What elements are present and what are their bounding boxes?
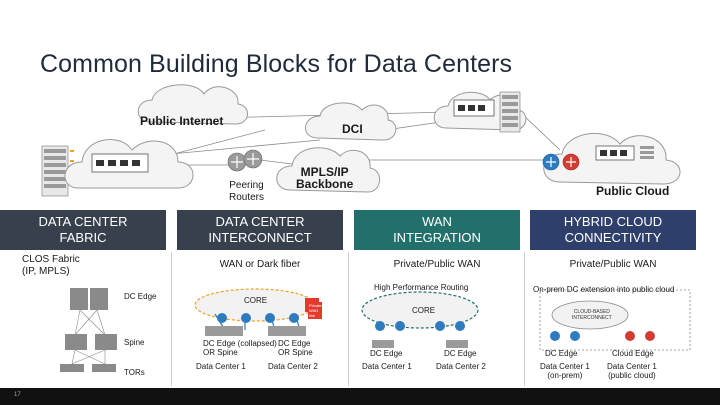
page-title: Common Building Blocks for Data Centers (40, 50, 513, 78)
sub-clos-fabric: CLOS Fabric (IP, MPLS) (22, 254, 80, 277)
wan-heading-label: High Performance Routing (374, 283, 469, 292)
sub-wan-dark-fiber: WAN or Dark fiber (219, 259, 301, 270)
fabric-spine-label: Spine (124, 338, 145, 347)
public-internet-label: Public Internet (140, 114, 224, 128)
dci-label: DCI (342, 122, 363, 136)
column-divider (171, 252, 172, 386)
cloud-edge-right-label: Cloud Edge (612, 349, 654, 358)
interconnect-core-label: CORE (244, 296, 268, 305)
wan-dc2-label: Data Center 2 (436, 362, 486, 371)
private-wan-tag: Private WAN link (308, 302, 323, 319)
column-divider (348, 252, 349, 386)
peering-routers-label: Peering Routers (229, 180, 265, 203)
interconnect-dc2-label: Data Center 2 (268, 362, 318, 371)
sub-private-public-wan: Private/Public WAN (393, 259, 481, 270)
footer-bar (0, 388, 720, 405)
peering-router-icons (227, 149, 263, 172)
right-server-rack-icon-top (499, 91, 521, 133)
wan-edge-right-label: DC Edge (444, 349, 477, 358)
wan-core-label: CORE (412, 306, 436, 315)
hybrid-cloud-diagram (539, 289, 691, 351)
wan-edge-left-label: DC Edge (370, 349, 403, 358)
interconnect-dc1-label: Data Center 1 (196, 362, 246, 371)
left-server-rack-icon (41, 145, 74, 197)
bottom-diagrams (60, 288, 691, 372)
cloud-dc-right-label: Data Center 1 (public cloud) (607, 362, 657, 380)
interconnect-edge-right-label: DC Edge OR Spine (278, 339, 313, 357)
fabric-dc-edge-label: DC Edge (124, 292, 157, 301)
public-cloud-label: Public Cloud (596, 184, 670, 198)
fabric-tors-label: TORs (124, 368, 145, 377)
public-cloud-shape (543, 132, 681, 185)
mpls-backbone-label: MPLS/IP Backbone (296, 165, 354, 191)
wan-diagram (361, 291, 479, 348)
public-internet-cloud (137, 84, 248, 125)
page-number: 17 (14, 392, 21, 398)
wan-dc1-label: Data Center 1 (362, 362, 412, 371)
cloud-heading-label: On-prem DC extension into public cloud (533, 285, 675, 294)
header-wan-integration: WAN INTEGRATION (354, 210, 520, 250)
cloud-router-icons (542, 153, 580, 171)
dci-cloud (305, 102, 397, 141)
top-network-diagram (41, 84, 681, 197)
header-data-center-fabric: DATA CENTER FABRIC (0, 210, 166, 250)
cloud-dc-left-label: Data Center 1 (on-prem) (540, 362, 590, 380)
cloud-edge-left-label: DC Edge (545, 349, 578, 358)
interconnect-edge-collapsed-label: DC Edge (collapsed) OR Spine (203, 339, 277, 357)
column-divider (524, 252, 525, 386)
data-center-cloud-left (64, 139, 194, 189)
sub-private-public-wan-cloud: Private/Public WAN (569, 259, 657, 270)
mpls-backbone-cloud (276, 147, 380, 193)
clos-fabric-diagram (60, 288, 117, 372)
cloud-based-interconnect-label: CLOUD-BASED INTERCONNECT (572, 309, 612, 321)
header-data-center-interconnect: DATA CENTER INTERCONNECT (177, 210, 343, 250)
header-hybrid-cloud-connectivity: HYBRID CLOUD CONNECTIVITY (530, 210, 696, 250)
